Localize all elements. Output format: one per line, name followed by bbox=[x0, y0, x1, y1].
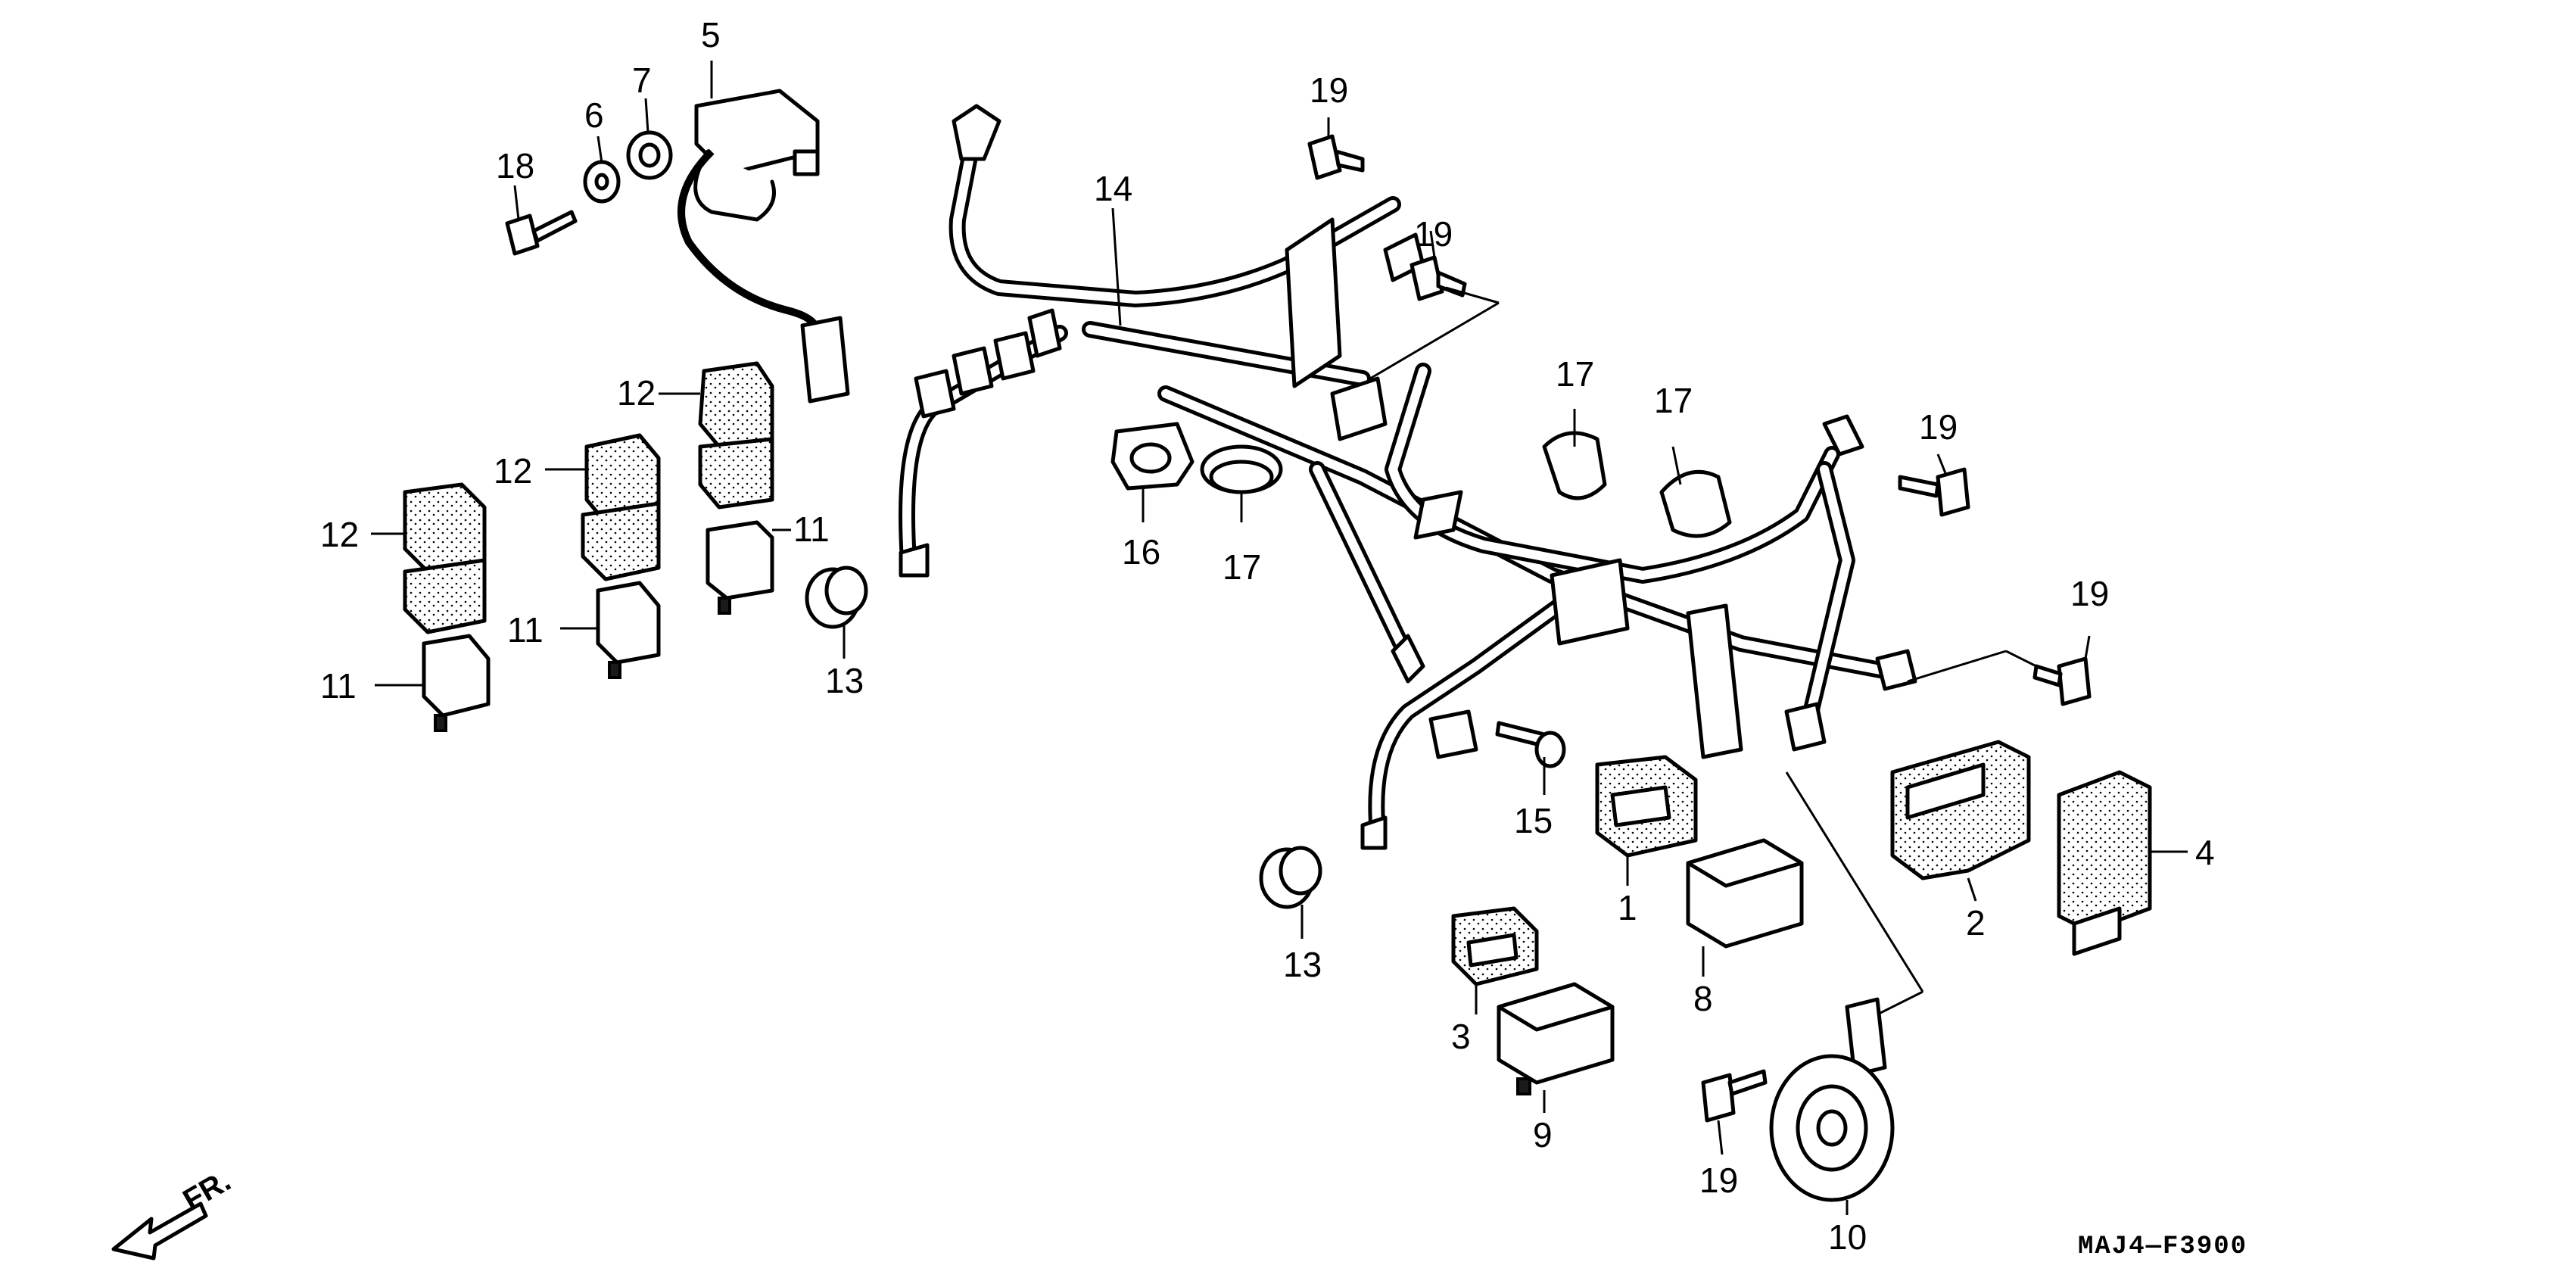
callout-11b: 11 bbox=[507, 610, 544, 650]
part-12-relay-b bbox=[581, 433, 661, 581]
part-15-screw bbox=[1495, 721, 1566, 768]
callout-8: 8 bbox=[1693, 979, 1713, 1018]
callout-12c: 12 bbox=[320, 515, 359, 554]
part-11-relay-a bbox=[706, 520, 774, 615]
part-17-clamp-a bbox=[1200, 444, 1283, 494]
callout-12a: 12 bbox=[617, 373, 656, 413]
part-19-bolt-b bbox=[1409, 255, 1467, 301]
callout-11a: 11 bbox=[793, 510, 830, 549]
callout-10: 10 bbox=[1828, 1217, 1867, 1257]
part-1-connector bbox=[1595, 755, 1698, 858]
drawing-code: MAJ4—F3900 bbox=[2078, 1232, 2247, 1261]
part-19-bolt-a bbox=[1307, 134, 1365, 180]
part-13-grommet-left bbox=[805, 566, 868, 629]
front-arrow-icon bbox=[111, 1201, 208, 1261]
part-4-unit bbox=[2057, 770, 2152, 956]
part-19-bolt-e bbox=[1701, 1069, 1768, 1123]
callout-19b: 19 bbox=[1414, 214, 1453, 254]
part-13-grommet-right bbox=[1259, 846, 1322, 909]
part-18-bolt bbox=[505, 210, 578, 256]
callout-18: 18 bbox=[496, 146, 534, 185]
front-direction-indicator: FR. bbox=[111, 1164, 237, 1261]
part-12-relay-a bbox=[698, 361, 774, 510]
callout-5: 5 bbox=[701, 15, 721, 55]
part-17-clamp-c bbox=[1659, 469, 1732, 538]
part-11-relay-c bbox=[422, 634, 491, 732]
part-9-unit bbox=[1497, 982, 1615, 1095]
callout-19c: 19 bbox=[1919, 407, 1958, 447]
part-8-unit bbox=[1686, 838, 1804, 949]
callout-13b: 13 bbox=[1283, 945, 1322, 984]
part-12-relay-c bbox=[403, 482, 487, 634]
part-17-clamp-b bbox=[1542, 431, 1607, 500]
callout-11c: 11 bbox=[320, 666, 357, 706]
callout-2: 2 bbox=[1966, 903, 1986, 943]
callout-7: 7 bbox=[632, 61, 652, 100]
callout-19e: 19 bbox=[1699, 1161, 1738, 1200]
part-19-bolt-c bbox=[1898, 467, 1970, 517]
part-10-horn bbox=[1769, 997, 1895, 1202]
callout-17a: 17 bbox=[1223, 547, 1261, 587]
leader-lines bbox=[371, 61, 2188, 1215]
callout-6: 6 bbox=[584, 95, 604, 135]
callout-1: 1 bbox=[1618, 888, 1637, 927]
callout-19a: 19 bbox=[1310, 70, 1348, 110]
callout-13a: 13 bbox=[825, 661, 864, 700]
callout-14: 14 bbox=[1094, 169, 1132, 208]
callout-3: 3 bbox=[1451, 1017, 1471, 1056]
callout-19d: 19 bbox=[2070, 574, 2109, 613]
part-6-washer bbox=[583, 160, 621, 204]
part-16-clamp bbox=[1110, 422, 1195, 491]
front-label: FR. bbox=[178, 1164, 237, 1217]
callout-17b: 17 bbox=[1556, 354, 1594, 394]
callout-16: 16 bbox=[1122, 532, 1160, 572]
meter-stay-frame bbox=[899, 104, 1917, 850]
callout-17c: 17 bbox=[1654, 381, 1693, 420]
callout-labels: 5 6 7 18 12 12 12 11 11 11 13 13 14 19 1… bbox=[320, 15, 2215, 1257]
part-7-grommet bbox=[626, 130, 673, 180]
part-5-regulator-harness bbox=[677, 89, 850, 404]
callout-12b: 12 bbox=[494, 451, 532, 491]
callout-15: 15 bbox=[1514, 801, 1553, 840]
callout-4: 4 bbox=[2195, 833, 2215, 872]
callout-9: 9 bbox=[1533, 1115, 1553, 1155]
part-11-relay-b bbox=[596, 581, 661, 679]
part-3-connector bbox=[1451, 906, 1539, 986]
part-19-bolt-d bbox=[2032, 656, 2092, 706]
part-2-case bbox=[1890, 740, 2031, 880]
